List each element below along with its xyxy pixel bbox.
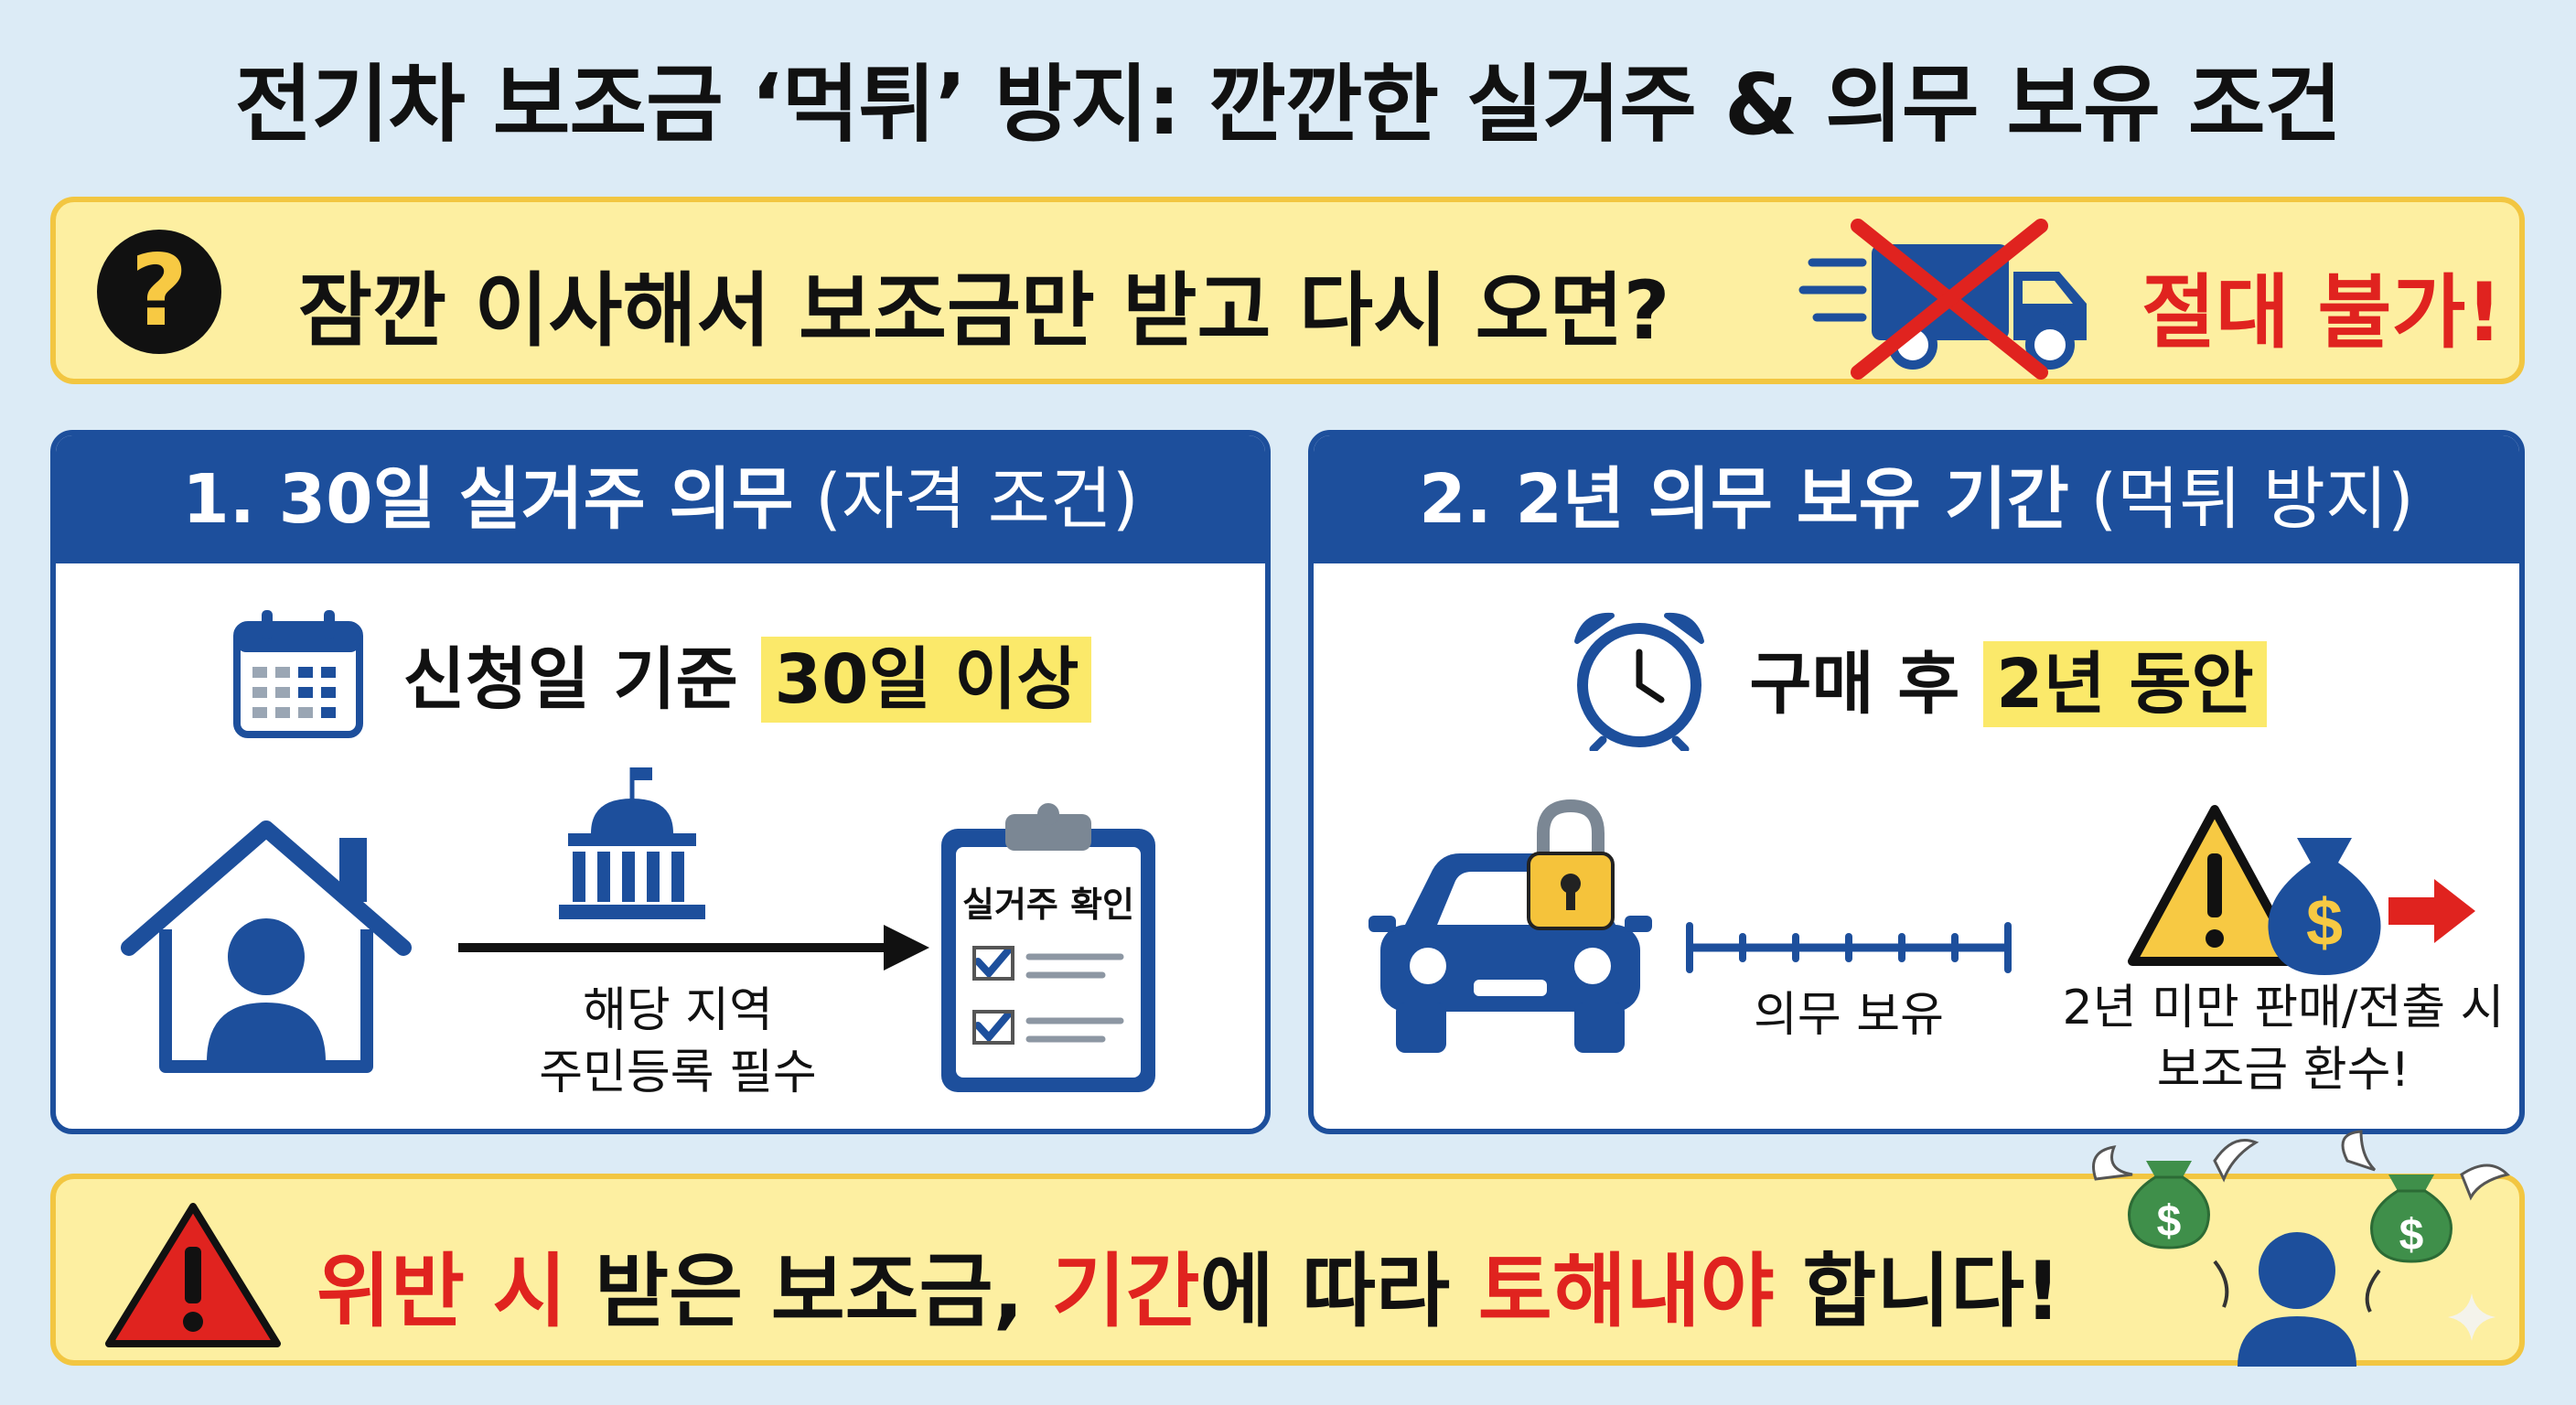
- timeline-label: 의무 보유: [1754, 988, 1944, 1043]
- arrow-right-icon: [458, 925, 929, 971]
- warning-part1: 위반 시: [317, 1244, 567, 1338]
- question-banner: ? 잠깐 이사해서 보조금만 받고 다시 오면? 절대 불가!: [50, 197, 2525, 384]
- holding-heading-main: 2. 2년 의무 보유 기간: [1419, 460, 2069, 539]
- holding-key-prefix: 구매 후: [1749, 644, 1984, 724]
- flying-money-person-icon: $ $: [2092, 1130, 2510, 1367]
- residency-heading-sub: (자격 조건): [815, 460, 1139, 539]
- residency-key-highlight: 30일 이상: [761, 636, 1092, 723]
- residency-heading-main: 1. 30일 실거주 의무: [182, 460, 794, 539]
- no-truck-icon: [1798, 219, 2087, 380]
- question-text: 잠깐 이사해서 보조금만 받고 다시 오면?: [298, 263, 1670, 358]
- residency-panel: 1. 30일 실거주 의무 (자격 조건) 신청일 기준 30일 이상: [50, 430, 1271, 1134]
- clipboard-label: 실거주 확인: [961, 885, 1135, 925]
- refund-warning-line1: 2년 미만 판매/전출 시: [2062, 981, 2505, 1035]
- warning-part5: 토해내야: [1477, 1244, 1775, 1338]
- government-building-icon: [559, 767, 705, 919]
- clipboard-icon: 실거주 확인: [934, 801, 1163, 1099]
- svg-text:$: $: [2399, 1211, 2424, 1260]
- warning-part4: 에 따라: [1199, 1244, 1478, 1338]
- page-title: 전기차 보조금 ‘먹튀’ 방지: 깐깐한 실거주 & 의무 보유 조건: [234, 56, 2342, 154]
- clipboard-shape: [941, 803, 1155, 1092]
- holding-key-highlight: 2년 동안: [1983, 640, 2267, 727]
- residency-key-prefix: 신청일 기준: [402, 639, 762, 719]
- residency-key-text: 신청일 기준 30일 이상: [403, 625, 1092, 723]
- warning-part6: 합니다!: [1774, 1244, 2062, 1338]
- svg-text:$: $: [2157, 1197, 2182, 1246]
- sparkle-icon: [2448, 1293, 2496, 1341]
- residency-caption: 해당 지역 주민등록 필수: [486, 980, 870, 1104]
- warning-triangle-icon: [105, 1203, 281, 1347]
- holding-heading-sub: (먹튀 방지): [2090, 460, 2414, 539]
- warning-banner: 위반 시 받은 보조금, 기간에 따라 토해내야 합니다! $ $: [50, 1130, 2525, 1367]
- warning-text: 위반 시 받은 보조금, 기간에 따라 토해내야 합니다!: [317, 1227, 2061, 1343]
- residency-caption-line2: 주민등록 필수: [539, 1046, 817, 1100]
- holding-panel: 2. 2년 의무 보유 기간 (먹튀 방지) 구매 후 2년 동안: [1308, 430, 2525, 1134]
- warning-money-icon: $: [2128, 805, 2475, 975]
- refund-warning-caption: 2년 미만 판매/전출 시 보조금 환수!: [2055, 977, 2512, 1101]
- holding-key-text: 구매 후 2년 동안: [1749, 629, 2267, 727]
- refund-warning-line2: 보조금 환수!: [2156, 1043, 2410, 1098]
- calendar-icon: [232, 610, 363, 738]
- holding-key-row: 구매 후 2년 동안: [1314, 605, 2519, 751]
- verdict-text: 절대 불가!: [2141, 265, 2503, 359]
- warning-part2: 받은 보조금,: [566, 1244, 1052, 1338]
- holding-panel-heading: 2. 2년 의무 보유 기간 (먹튀 방지): [1314, 435, 2519, 563]
- residency-key-row: 신청일 기준 30일 이상: [56, 605, 1265, 742]
- house-person-icon: [121, 820, 412, 1073]
- alarm-clock-icon: [1574, 612, 1705, 751]
- car-lock-icon: [1368, 799, 1652, 1053]
- residency-panel-heading: 1. 30일 실거주 의무 (자격 조건): [56, 435, 1265, 563]
- residency-caption-line1: 해당 지역: [583, 983, 773, 1038]
- warning-part3: 기간: [1051, 1244, 1200, 1338]
- svg-text:$: $: [2306, 886, 2343, 960]
- question-icon: ?: [97, 230, 221, 354]
- timeline-icon: [1686, 922, 2012, 973]
